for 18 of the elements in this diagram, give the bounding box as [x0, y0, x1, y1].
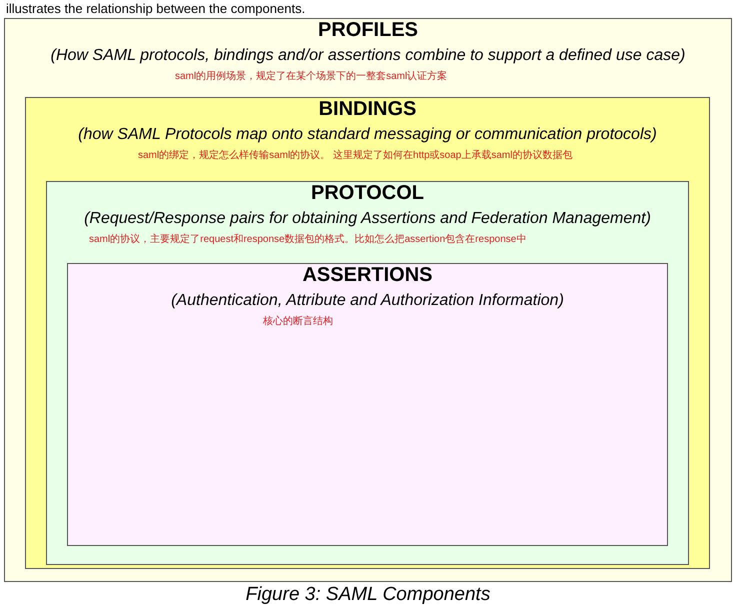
layer-description: (how SAML Protocols map onto standard messaging or communication protocols)	[77, 126, 658, 144]
layer-box	[46, 181, 689, 565]
annotation-note: saml的用例场景，规定了在某个场景下的一整套saml认证方案	[175, 70, 448, 83]
layer-heading: BINDINGS	[318, 98, 418, 121]
annotation-note: saml的协议，主要规定了request和response数据包的格式。比如怎么把assertion包含在response中	[89, 232, 526, 246]
layer-heading: PROTOCOL	[310, 182, 425, 205]
layer-description: (How SAML protocols, bindings and/or assertions combine to support a defined use case)	[50, 47, 686, 65]
figure-caption: Figure 3: SAML Components	[244, 584, 492, 606]
annotation-note: saml的绑定，规定怎么样传输saml的协议。 这里规定了如何在http或soap上承载saml的协议数据包	[138, 148, 572, 162]
layer-box	[67, 263, 668, 546]
layer-description: (Request/Response pairs for obtaining Assertions and Federation Management)	[83, 210, 652, 228]
layer-box	[4, 18, 732, 582]
layer-heading: ASSERTIONS	[301, 264, 434, 287]
layer-heading: PROFILES	[316, 19, 419, 42]
layer-box	[25, 97, 710, 569]
layer-description: (Authentication, Attribute and Authorization Information)	[170, 292, 565, 310]
annotation-note: 核心的断言结构	[263, 314, 333, 328]
intro-text: illustrates the relationship between the components.	[6, 1, 306, 16]
